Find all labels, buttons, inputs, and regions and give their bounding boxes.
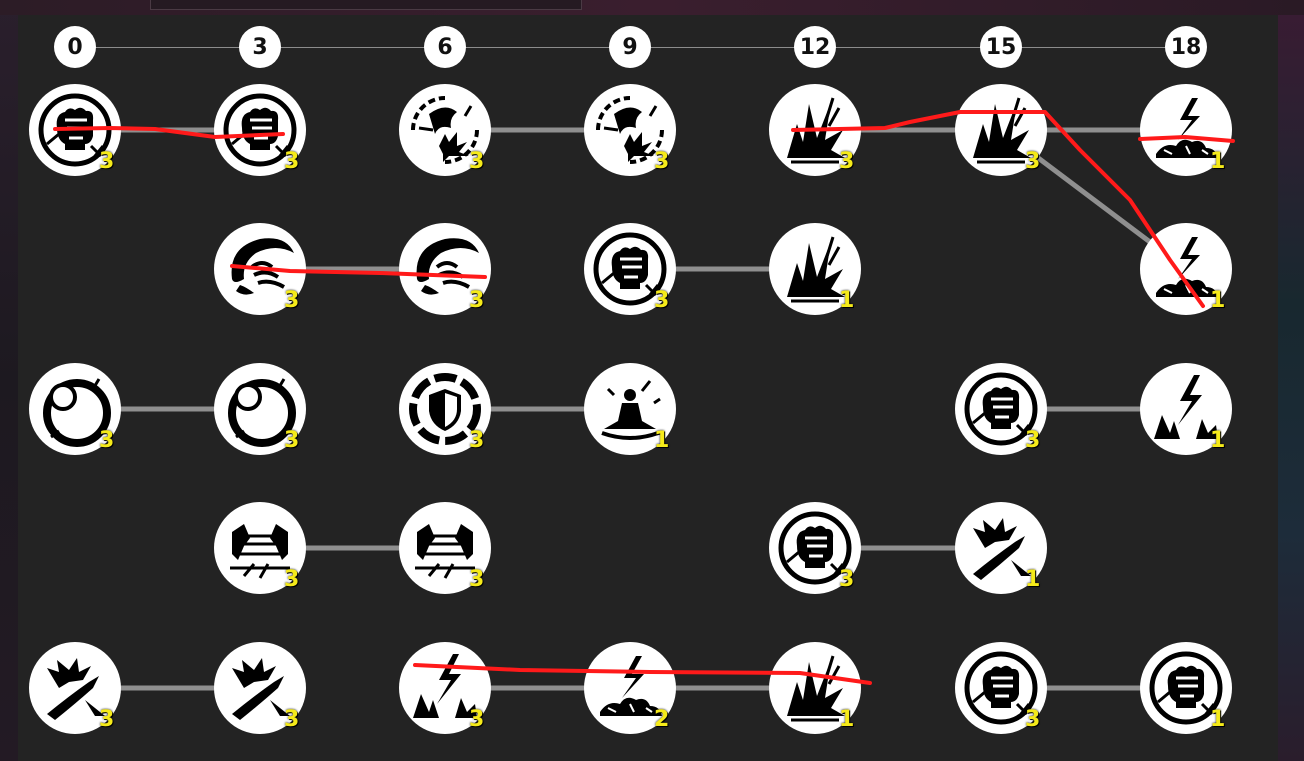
wound-burst-icon <box>411 96 479 164</box>
talent-node-r3c5[interactable]: 3 <box>955 363 1047 455</box>
stance-figures-icon <box>230 524 290 579</box>
orb-ring-icon <box>43 378 111 447</box>
orb-ring-icon <box>228 378 296 447</box>
talent-rank: 3 <box>99 707 115 732</box>
impact-slash-icon <box>973 518 1031 580</box>
talent-node-r2c2[interactable]: 3 <box>399 223 491 315</box>
talent-node-r3c6[interactable]: 1 <box>1140 363 1232 455</box>
talent-node-r1c4[interactable]: 3 <box>769 84 861 176</box>
talent-node-r3c0[interactable]: 3 <box>29 363 121 455</box>
talent-node-disc <box>1140 363 1232 455</box>
talent-node-r1c5[interactable]: 3 <box>955 84 1047 176</box>
talent-rank: 3 <box>469 567 485 592</box>
shield-ring-icon <box>409 373 481 445</box>
talent-rank: 3 <box>1025 707 1041 732</box>
talent-rank: 1 <box>1210 428 1226 453</box>
clenched-fist-icon <box>964 651 1038 725</box>
talent-rank: 1 <box>654 428 670 453</box>
talent-node-r5c1[interactable]: 3 <box>214 642 306 734</box>
talent-node-disc <box>399 502 491 594</box>
talent-rank: 3 <box>469 707 485 732</box>
level-marker-4: 12 <box>794 26 836 68</box>
talent-node-r3c1[interactable]: 3 <box>214 363 306 455</box>
talent-node-r4c1[interactable]: 3 <box>214 502 306 594</box>
talent-node-r5c3[interactable]: 2 <box>584 642 676 734</box>
talent-rank: 3 <box>284 428 300 453</box>
talent-node-r3c3[interactable]: 1 <box>584 363 676 455</box>
talent-rank: 3 <box>469 288 485 313</box>
clenched-fist-icon <box>593 232 667 306</box>
talent-rank: 3 <box>284 288 300 313</box>
level-marker-0: 0 <box>54 26 96 68</box>
lightning-strike-icon <box>1154 375 1218 439</box>
talent-rank: 1 <box>839 288 855 313</box>
talent-rank: 3 <box>1025 428 1041 453</box>
talent-rank: 3 <box>99 428 115 453</box>
stance-figures-icon <box>415 524 475 579</box>
talent-node-r5c6[interactable]: 1 <box>1140 642 1232 734</box>
impact-slash-icon <box>47 658 105 720</box>
talent-rank: 2 <box>654 707 670 732</box>
talent-node-r1c2[interactable]: 3 <box>399 84 491 176</box>
talent-node-r2c6[interactable]: 1 <box>1140 223 1232 315</box>
talent-node-disc <box>214 642 306 734</box>
level-marker-6: 18 <box>1165 26 1207 68</box>
talent-rank: 3 <box>469 149 485 174</box>
level-marker-2: 6 <box>424 26 466 68</box>
talent-node-disc <box>399 642 491 734</box>
impact-slash-icon <box>232 658 290 720</box>
talent-rank: 3 <box>284 149 300 174</box>
level-marker-1: 3 <box>239 26 281 68</box>
talent-rank: 3 <box>284 567 300 592</box>
level-marker-3: 9 <box>609 26 651 68</box>
talent-rank: 1 <box>1210 149 1226 174</box>
talent-rank: 1 <box>1210 288 1226 313</box>
talent-node-disc <box>955 502 1047 594</box>
talent-node-r1c3[interactable]: 3 <box>584 84 676 176</box>
talent-node-r4c4[interactable]: 3 <box>769 502 861 594</box>
talent-rank: 3 <box>839 567 855 592</box>
talent-node-r1c1[interactable]: 3 <box>214 84 306 176</box>
talent-node-r1c6[interactable]: 1 <box>1140 84 1232 176</box>
talent-rank: 3 <box>284 707 300 732</box>
talent-node-r5c5[interactable]: 3 <box>955 642 1047 734</box>
talent-node-disc <box>29 642 121 734</box>
clenched-fist-icon <box>964 372 1038 446</box>
background-right-edge <box>1278 0 1304 761</box>
wound-burst-icon <box>596 96 664 164</box>
level-marker-5: 15 <box>980 26 1022 68</box>
talent-node-r2c1[interactable]: 3 <box>214 223 306 315</box>
talent-node-r5c4[interactable]: 1 <box>769 642 861 734</box>
talent-node-r2c4[interactable]: 1 <box>769 223 861 315</box>
talent-node-r4c2[interactable]: 3 <box>399 502 491 594</box>
clenched-fist-icon <box>1149 651 1223 725</box>
talent-rank: 3 <box>839 149 855 174</box>
talent-node-r4c5[interactable]: 1 <box>955 502 1047 594</box>
talent-rank: 3 <box>469 428 485 453</box>
talent-node-r3c2[interactable]: 3 <box>399 363 491 455</box>
background-left-edge <box>0 0 18 761</box>
talent-node-r5c0[interactable]: 3 <box>29 642 121 734</box>
talent-node-r5c2[interactable]: 3 <box>399 642 491 734</box>
meditation-icon <box>601 380 661 440</box>
talent-rank: 1 <box>1210 707 1226 732</box>
clenched-fist-icon <box>778 511 852 585</box>
talent-rank: 1 <box>839 707 855 732</box>
talent-node-r1c0[interactable]: 3 <box>29 84 121 176</box>
top-tab-outline <box>150 0 582 10</box>
talent-rank: 3 <box>1025 149 1041 174</box>
talent-rank: 3 <box>654 288 670 313</box>
talent-rank: 1 <box>1025 567 1041 592</box>
talent-rank: 3 <box>99 149 115 174</box>
talent-node-disc <box>214 502 306 594</box>
talent-node-r2c3[interactable]: 3 <box>584 223 676 315</box>
talent-rank: 3 <box>654 149 670 174</box>
